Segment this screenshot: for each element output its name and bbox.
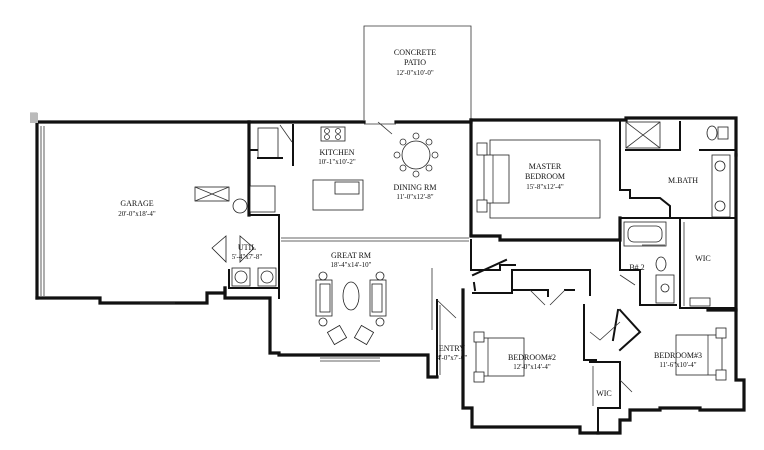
util-area [211, 214, 280, 299]
bedroom2-area [461, 269, 620, 435]
patio-label: CONCRETE [394, 48, 436, 57]
patio-label-2: PATIO [404, 58, 426, 67]
great-label: GREAT RM [331, 251, 371, 260]
master-bath-area [619, 119, 737, 219]
master-dims: 15'-8"x12'-4" [526, 183, 564, 191]
garage-area [30, 112, 251, 305]
great-room-area [223, 268, 439, 379]
garage-dims: 20'-0"x18'-4" [118, 210, 156, 218]
room-labels: CONCRETE PATIO 12'-0"x10'-0" GARAGE 20'-… [118, 48, 710, 398]
dining-dims: 11'-0"x12'-8" [396, 193, 433, 201]
wic-master-label: WIC [695, 254, 711, 263]
bedroom3-area [596, 308, 746, 435]
wic-bed2-area [583, 321, 621, 434]
b2bath-label: B# 2 [629, 263, 644, 272]
mbath-label: M.BATH [668, 176, 698, 185]
entry-dims: 4'-0"x7'-0" [437, 354, 468, 362]
util-label: UTIL [238, 243, 256, 252]
bed2-label: BEDROOM#2 [508, 353, 556, 362]
master-label-2: BEDROOM [525, 172, 565, 181]
kitchen-dims: 10'-1"x10'-2" [318, 158, 356, 166]
wic-master-area [679, 217, 737, 309]
bed3-label: BEDROOM#3 [654, 351, 702, 360]
master-bedroom-area [476, 139, 601, 219]
entry-label: ENTRY [439, 344, 465, 353]
patio-dims: 12'-0"x10'-0" [396, 69, 434, 77]
dining-area [393, 132, 439, 178]
entry-area [436, 299, 457, 378]
garage-label: GARAGE [120, 199, 153, 208]
kitchen-label: KITCHEN [319, 148, 354, 157]
kitchen-area [249, 124, 364, 213]
bed2-dims: 12'-0"x14'-4" [513, 363, 551, 371]
bath2-area [619, 217, 677, 306]
bed3-dims: 11'-6"x10'-4" [659, 361, 696, 369]
master-label: MASTER [529, 162, 562, 171]
util-dims: 5'-4"x7'-8" [232, 253, 263, 261]
dining-label: DINING RM [394, 183, 437, 192]
patio-outline [363, 25, 472, 120]
great-dims: 18'-4"x14'-10" [331, 261, 372, 269]
wic-bed2-label: WIC [596, 389, 612, 398]
